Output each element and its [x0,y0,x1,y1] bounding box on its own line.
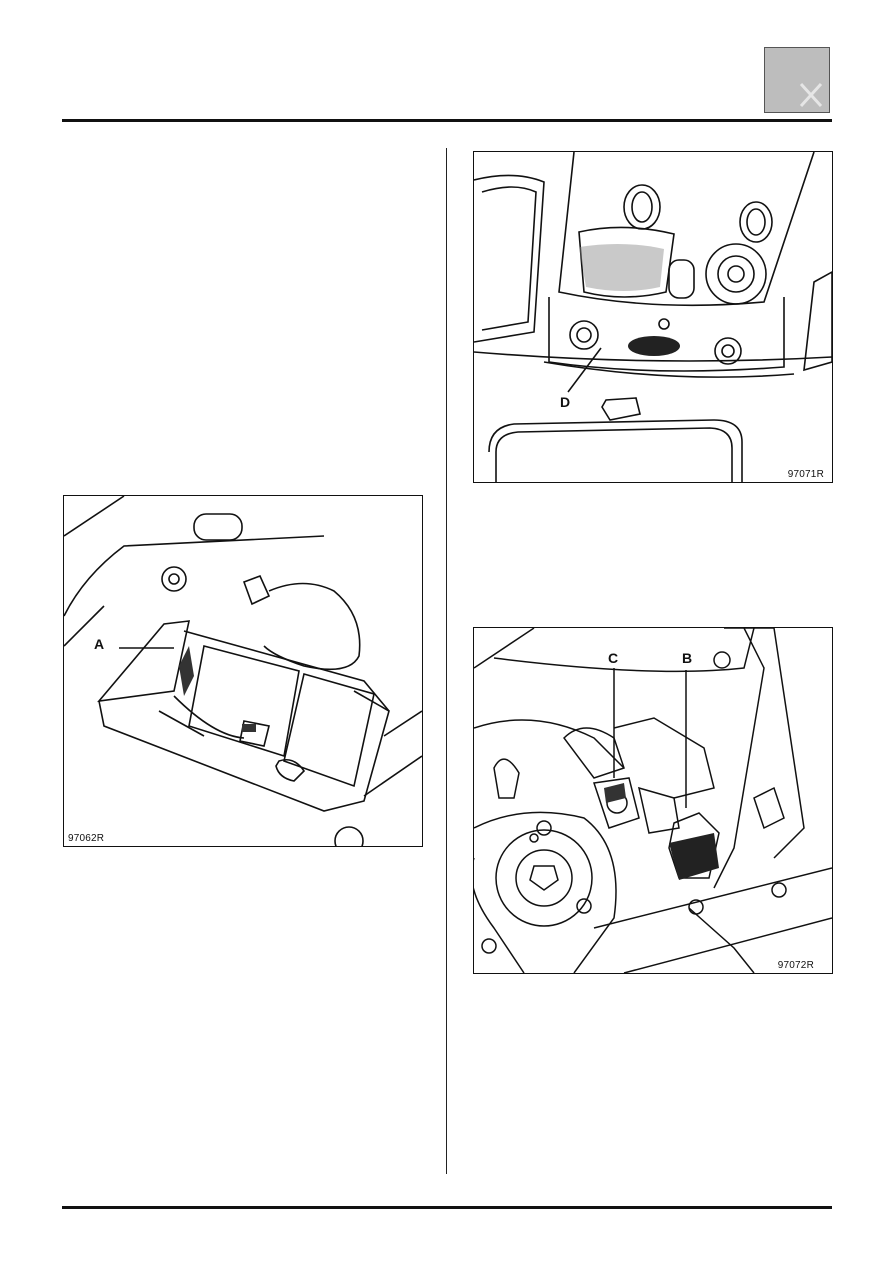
engine-bay-drawing [474,628,832,973]
figure-overhead-module: A 97062R [63,495,423,847]
figure-engine-bay: C B 97072R [473,627,833,974]
ceiling-console-drawing [474,152,832,482]
callout-a: A [94,636,105,652]
callout-d: D [560,394,571,410]
figure-ceiling-console: D 97071R [473,151,833,483]
figure-code: 97062R [68,833,105,844]
figure-code: 97071R [787,469,824,480]
callout-c: C [608,650,619,666]
overhead-module-drawing [64,496,422,846]
section-tab-mark [799,82,823,108]
figure-code: 97072R [777,960,814,971]
footer-rule [62,1206,832,1209]
section-tab [764,47,830,113]
header-rule [62,119,832,122]
column-divider [446,148,447,1174]
callout-b: B [682,650,693,666]
